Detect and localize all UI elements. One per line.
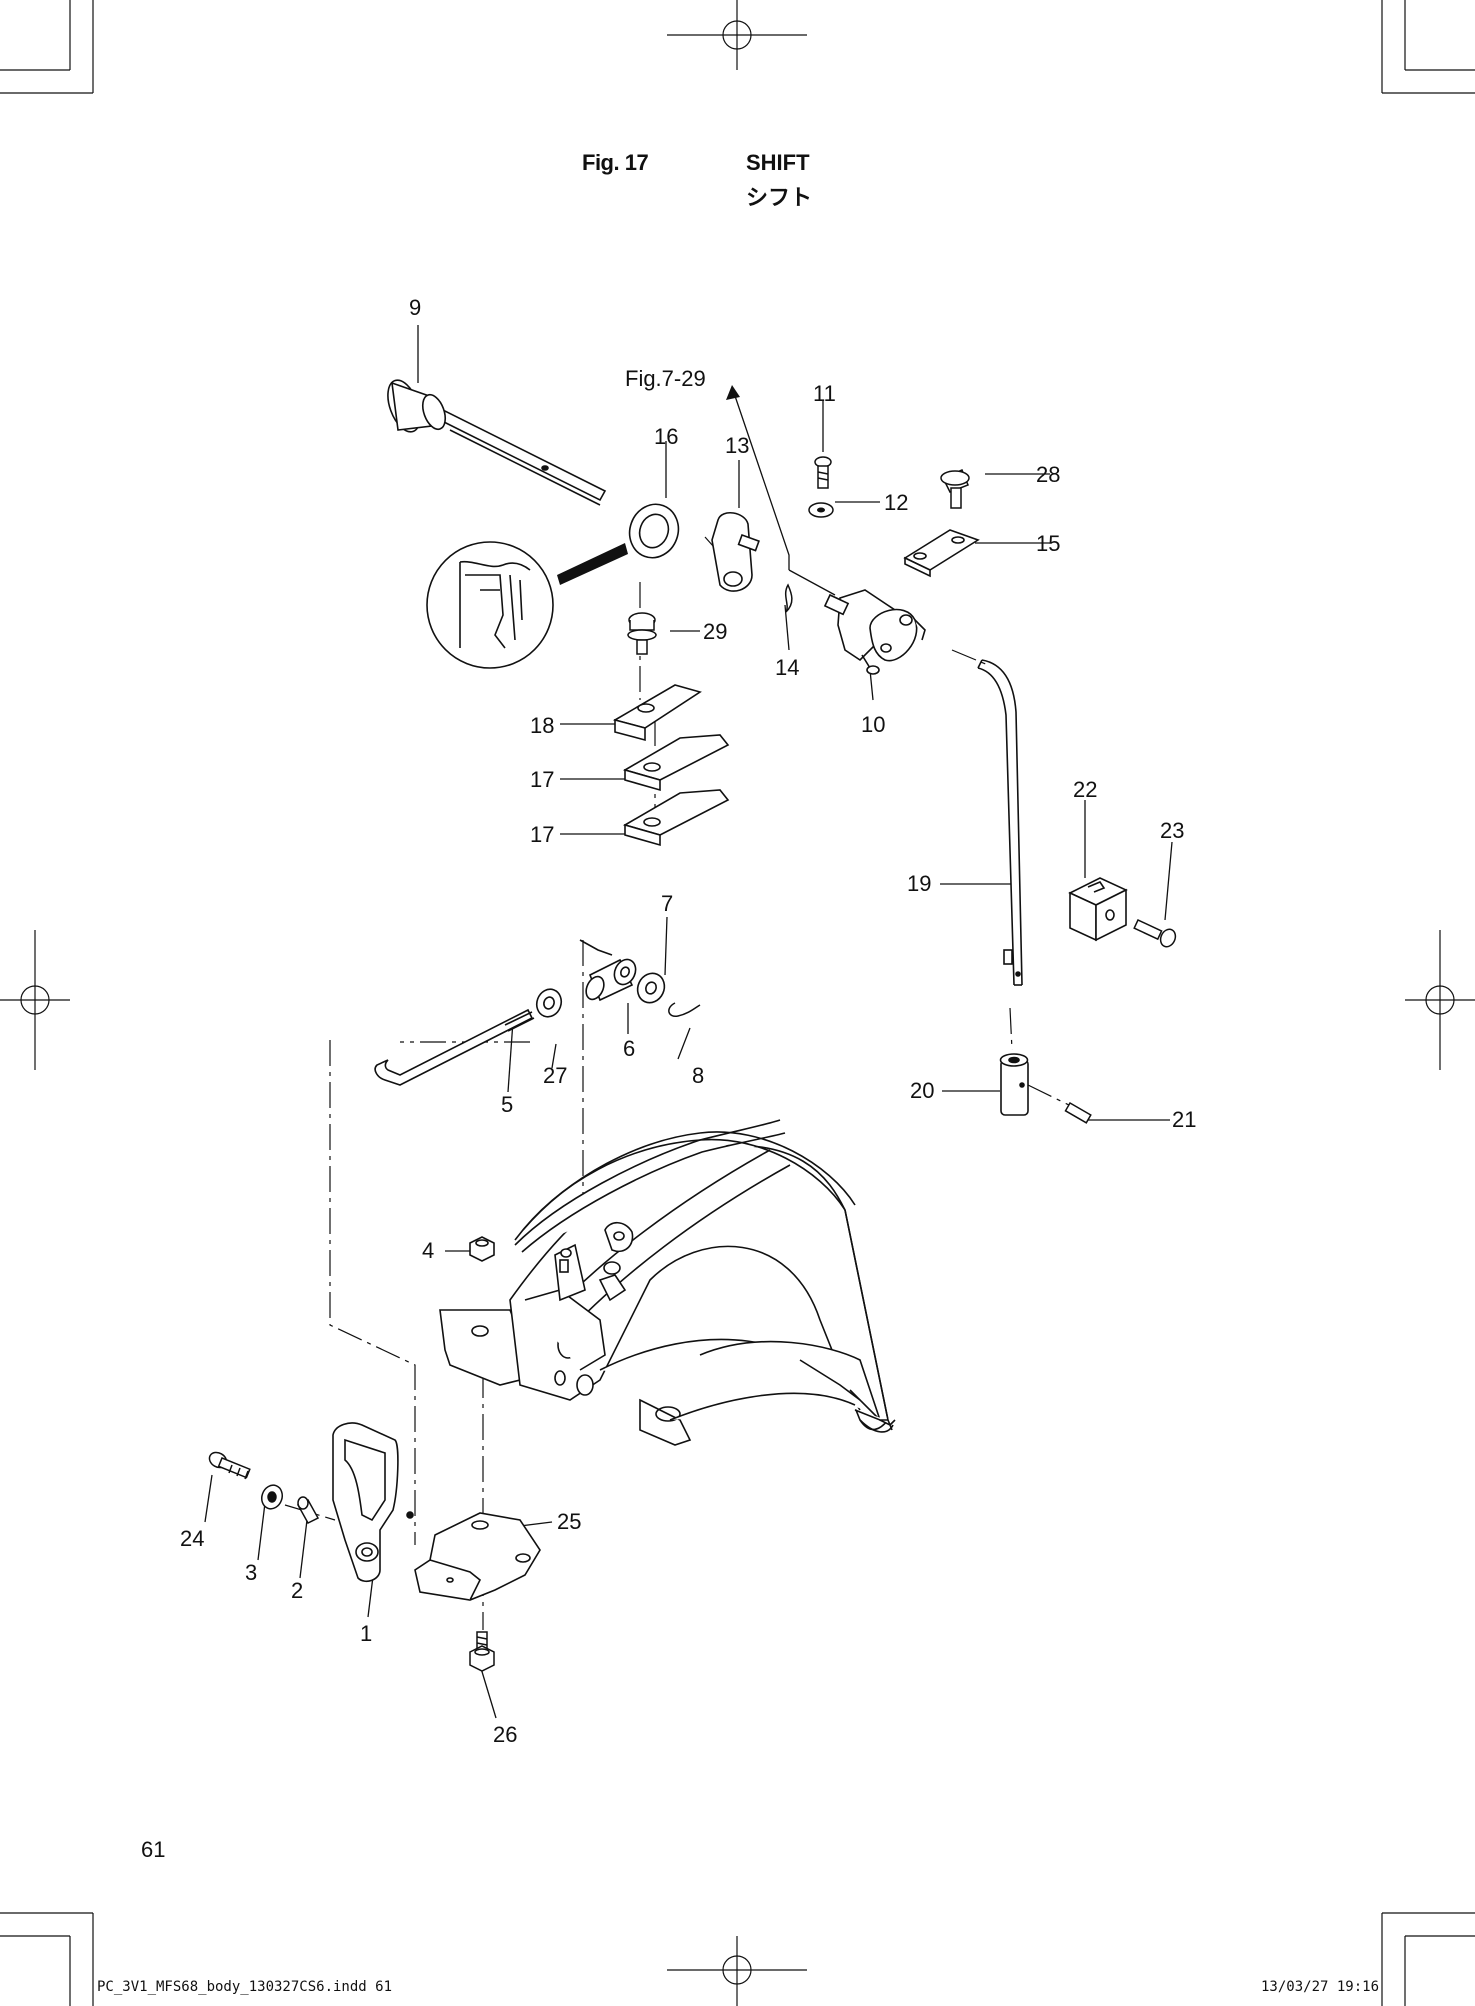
lower-case-bracket	[439, 1119, 896, 1446]
clip-8	[668, 1002, 701, 1017]
registration-mark-top	[667, 0, 807, 70]
callout-13: 13	[725, 433, 750, 458]
washer-7	[636, 972, 666, 1004]
registration-mark-bottom	[667, 1936, 807, 2006]
bracket-25	[414, 1512, 541, 1601]
callout-29: 29	[703, 619, 728, 644]
plate-15	[903, 529, 980, 578]
joint-20	[999, 1053, 1029, 1116]
footer-filename: PC_3V1_MFS68_body_130327CS6.indd 61	[97, 1979, 393, 1995]
diagram-title-japanese: シフト	[746, 185, 813, 210]
callout-11: 11	[813, 381, 836, 406]
nut-4	[469, 1236, 495, 1262]
callout-19: 19	[907, 871, 932, 896]
figure-reference: Fig.7-29	[625, 366, 706, 391]
callout-9: 9	[409, 295, 422, 320]
leader-lines	[204, 325, 1173, 1719]
bolt-29	[627, 612, 657, 655]
plate-18	[612, 684, 702, 742]
callout-26: 26	[493, 1722, 518, 1747]
callout-17-lower: 17	[530, 822, 555, 847]
callout-15: 15	[1036, 531, 1061, 556]
lever-1	[332, 1422, 414, 1582]
washer-12-hole	[817, 507, 825, 513]
callout-7: 7	[661, 891, 674, 916]
oil-seal-16	[628, 503, 680, 559]
callout-12: 12	[884, 490, 909, 515]
callout-3: 3	[245, 1560, 258, 1585]
callout-5: 5	[501, 1092, 514, 1117]
callout-24: 24	[180, 1526, 205, 1551]
diagram-title: SHIFT	[746, 150, 810, 175]
screw-23	[1133, 919, 1177, 948]
callout-22: 22	[1073, 777, 1098, 802]
callout-2: 2	[291, 1578, 304, 1603]
detail-arrow	[557, 543, 628, 585]
callout-21: 21	[1172, 1107, 1197, 1132]
bolt-28	[940, 469, 970, 509]
plate-17-lower	[622, 789, 730, 847]
callout-10: 10	[861, 712, 886, 737]
registration-mark-left	[0, 930, 70, 1070]
collar-2	[296, 1496, 320, 1524]
nut-27	[535, 988, 563, 1018]
shift-bracket-10	[823, 589, 926, 675]
shift-rod-19	[977, 659, 1023, 986]
registration-mark-right	[1405, 930, 1475, 1070]
washer-3	[260, 1484, 284, 1510]
collar-6	[579, 939, 637, 1002]
bolt-26	[469, 1631, 495, 1672]
footer-timestamp: 13/03/27 19:16	[1261, 1979, 1380, 1995]
callout-25: 25	[557, 1509, 582, 1534]
page-number: 61	[141, 1837, 166, 1862]
bolt-24	[208, 1451, 251, 1480]
clip-14	[784, 583, 793, 613]
callout-20: 20	[910, 1078, 935, 1103]
plate-17-upper	[622, 734, 730, 792]
callout-8: 8	[692, 1063, 705, 1088]
callout-28: 28	[1036, 462, 1061, 487]
callout-16: 16	[654, 424, 679, 449]
block-22	[1068, 877, 1128, 942]
reference-arrowhead	[726, 385, 740, 400]
callout-23: 23	[1160, 818, 1185, 843]
shift-lever-13	[711, 512, 760, 592]
callout-1: 1	[360, 1621, 373, 1646]
pin-21	[1064, 1101, 1092, 1124]
callout-6: 6	[623, 1036, 636, 1061]
callout-27: 27	[543, 1063, 568, 1088]
figure-label: Fig. 17	[582, 150, 649, 175]
screw-11	[814, 456, 832, 489]
callout-17-upper: 17	[530, 767, 555, 792]
rod-5	[374, 1008, 535, 1086]
reference-arrow	[733, 392, 836, 596]
callout-4: 4	[422, 1238, 435, 1263]
cowling-outline	[514, 1131, 894, 1433]
shift-rod-9	[387, 379, 607, 506]
callout-14: 14	[775, 655, 800, 680]
detail-inset	[426, 541, 554, 669]
callout-18: 18	[530, 713, 555, 738]
